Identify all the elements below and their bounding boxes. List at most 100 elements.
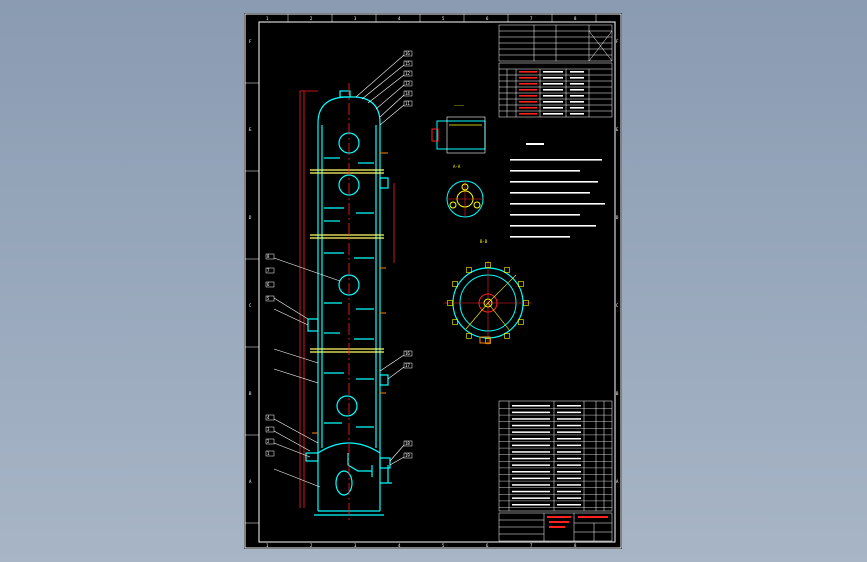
section-label-a: A-A [453,164,461,169]
parts-row-mark [512,431,550,433]
parts-row-mark [557,405,581,407]
balloon-frame [403,440,413,447]
zone-label-bottom: 4 [398,543,401,548]
balloon-frame [403,452,413,459]
external-pipe [299,90,395,508]
balloon-number: 8 [267,254,270,259]
parts-row-mark [557,457,581,460]
nozzle-lower-right [379,457,391,469]
support-lug [466,333,472,339]
zone-label-bottom: 1 [266,543,269,548]
note-line [510,170,580,172]
balloon-number: 16 [405,351,410,356]
table-mark [543,101,563,103]
zone-label-left: D [249,215,252,220]
parts-row-mark [557,484,581,486]
table-mark [543,83,563,85]
zone-label-right: C [616,303,619,308]
parts-row-mark [512,464,550,466]
balloon-number: 5 [267,296,270,301]
lug-bottom [479,336,491,344]
balloon-frame [265,414,275,421]
table-mark [543,95,563,97]
balloon-number: 1 [267,451,270,456]
skirt-access-opening [335,470,353,496]
balloon-frame [403,362,413,369]
balloon-frame [265,450,275,457]
balloon-number: 13 [405,81,410,86]
title-block-marks [547,516,608,528]
zone-label-bottom: 5 [442,543,445,548]
section-label-b: B-B [480,239,488,244]
zone-label-top: 4 [398,16,401,21]
note-line [510,214,580,216]
balloon-frame [403,50,413,57]
balloon-frame [403,80,413,87]
parts-row-mark [512,418,550,420]
parts-row-mark [557,444,581,447]
nozzle-table [498,62,613,118]
zone-label-bottom: 2 [310,543,313,548]
zone-label-bottom: 3 [354,543,357,548]
support-lug [466,267,472,273]
table-mark [519,101,537,103]
parts-row-mark [512,471,550,473]
note-line [510,181,598,183]
parts-row-mark [512,477,550,480]
balloon-frame [265,253,275,260]
support-lug [523,300,529,306]
shell-fittings [312,152,388,434]
support-lug [452,281,458,287]
zone-label-right: E [616,127,619,132]
table-mark [543,71,563,73]
parts-row-mark [512,405,550,407]
parts-row-mark [557,497,581,499]
balloon-number: 15 [405,61,410,66]
section-lugs [447,262,529,344]
zone-label-top: 8 [574,16,577,21]
table-mark [570,77,584,79]
balloon-number: 6 [267,282,270,287]
balloon-frame [403,90,413,97]
table-mark [570,95,584,97]
manway-4 [336,395,358,417]
table-mark [519,95,537,97]
parts-list-rows [499,405,612,508]
detail-view-plan [446,180,484,218]
support-lug [485,262,491,268]
table-mark [570,89,584,91]
table-mark [570,83,584,85]
table-mark [519,113,537,115]
zone-label-top: 6 [486,16,489,21]
note-line [510,192,590,194]
balloon-number: 12 [405,71,410,76]
parts-row-mark [557,418,581,420]
parts-row-mark [512,457,550,460]
zone-label-top: 3 [354,16,357,21]
table-mark [570,71,584,73]
parts-row-mark [557,411,581,414]
zone-label-bottom: 8 [574,543,577,548]
nozzle-lower-left [305,452,319,462]
parts-row-mark [557,477,581,480]
balloon-number: 16 [405,51,410,56]
tower-column [305,90,392,516]
detail-label-1: ———— [454,103,464,108]
detail-view-elevation [431,116,486,154]
parts-row-mark [512,484,550,486]
support-lug [504,333,510,339]
balloon-number: 7 [267,268,270,273]
title-block [498,512,613,542]
inner-border [258,21,616,543]
table-mark [543,113,563,115]
table-mark [519,89,537,91]
balloon-frame [265,426,275,433]
zone-label-bottom: 6 [486,543,489,548]
outlet-pipe [347,453,372,472]
zone-label-top: 1 [266,16,269,21]
balloon-number: 11 [405,101,410,106]
nozzle-mid-right [379,374,389,386]
parts-row-mark [557,464,581,466]
